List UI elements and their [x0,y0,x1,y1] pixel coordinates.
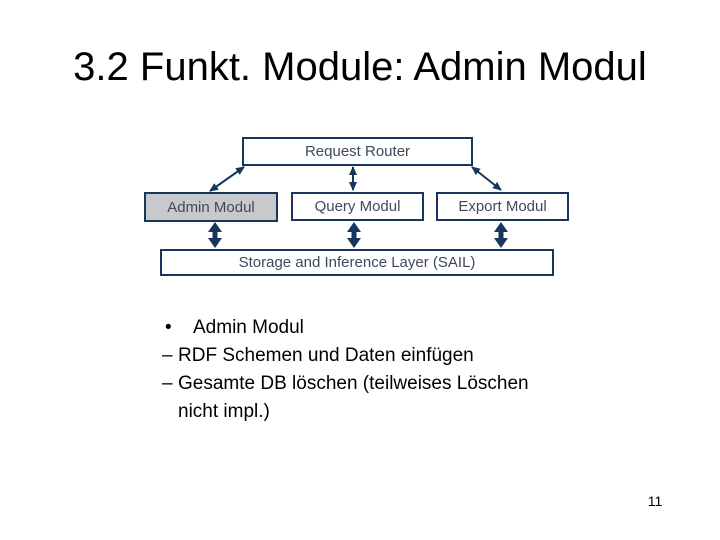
diagram-box-query-modul: Query Modul [291,192,424,221]
arrow-export-sail-icon [494,222,508,248]
arrow-query-sail-icon [347,222,361,248]
list-item: – RDF Schemen und Daten einfügen [160,342,580,370]
diagram-box-request-router: Request Router [242,137,473,166]
diagram-box-export-modul: Export Modul [436,192,569,221]
diagram-box-sail: Storage and Inference Layer (SAIL) [160,249,554,276]
arrow-router-admin-icon [209,166,245,192]
list-item: – Gesamte DB löschen (teilweises Löschen… [160,370,580,426]
arrow-router-export-icon [471,166,502,191]
bullet-text: Admin Modul [193,317,304,338]
page-number: 11 [647,493,663,509]
bullet-text: Gesamte DB löschen (teilweises Löschen n… [178,373,529,422]
dash-marker: – [162,373,173,394]
bullet-text: RDF Schemen und Daten einfügen [178,345,474,366]
bullet-marker: • [165,317,172,338]
dash-marker: – [162,345,173,366]
bullet-list: • Admin Modul – RDF Schemen und Daten ei… [160,314,580,426]
list-item: • Admin Modul [165,314,580,342]
diagram-box-admin-modul: Admin Modul [144,192,278,222]
page-title: 3.2 Funkt. Module: Admin Modul [73,45,647,89]
arrow-admin-sail-icon [208,222,222,248]
